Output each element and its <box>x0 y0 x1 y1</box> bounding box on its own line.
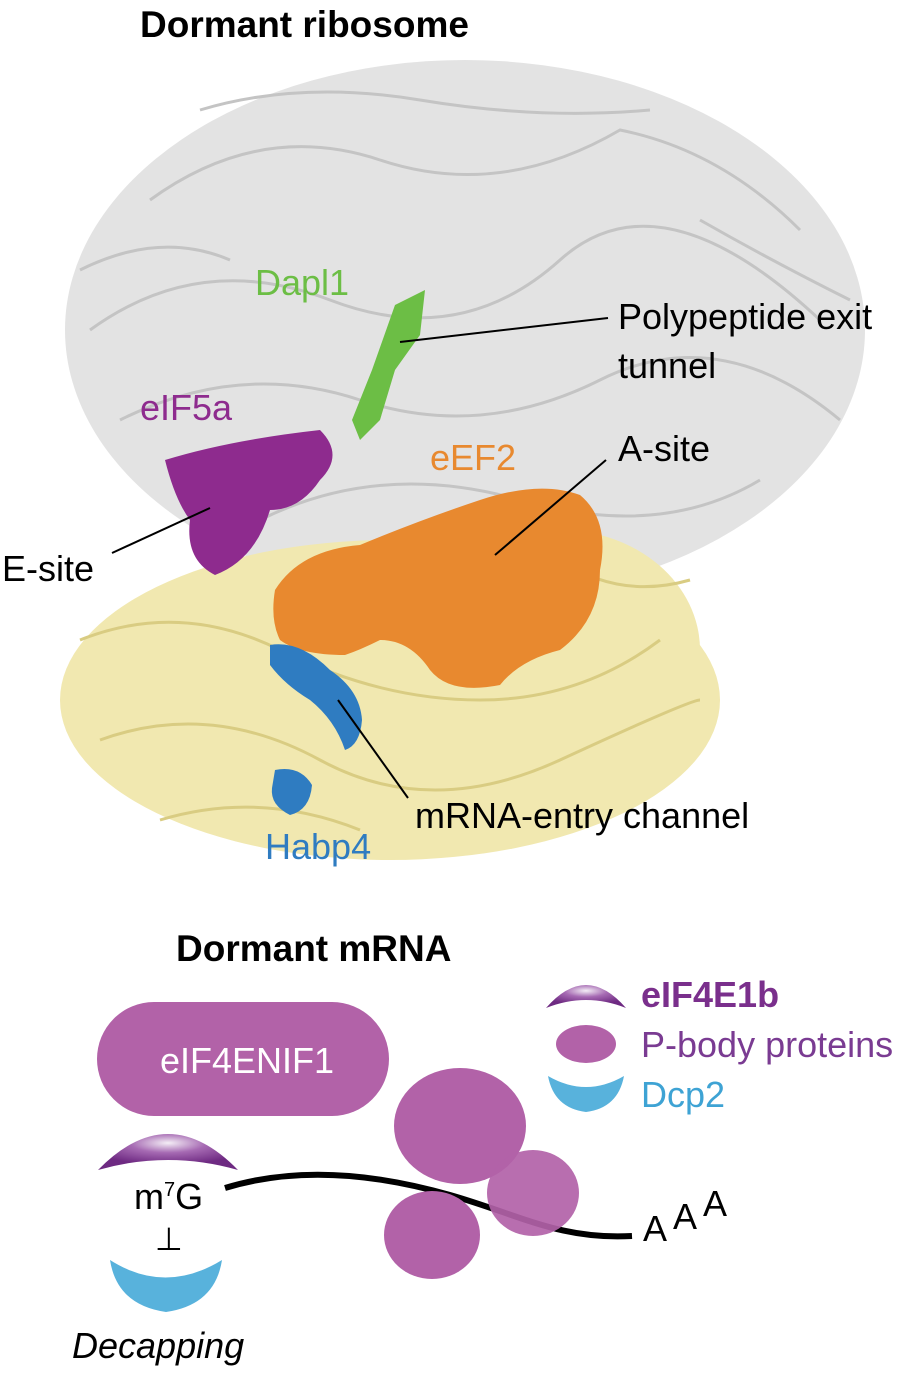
exit-tunnel-label-line1: Polypeptide exit <box>618 296 873 337</box>
legend-p-body-label: P-body proteins <box>641 1024 894 1065</box>
small-subunit-strands <box>79 558 701 832</box>
legend-eif4e1b-icon <box>546 985 626 1008</box>
p-body-protein-3 <box>384 1191 480 1279</box>
a-site-leader <box>494 459 607 556</box>
leader-lines <box>111 317 609 799</box>
mrna-entry-leader <box>337 699 409 799</box>
exit-tunnel-leader <box>399 317 609 343</box>
decapping-label: Decapping <box>72 1325 245 1366</box>
e-site-leader <box>111 507 211 554</box>
eif4e1b-cap-icon <box>98 1134 238 1170</box>
legend-eif4e1b-label: eIF4E1b <box>641 974 780 1015</box>
poly-a-1: A <box>643 1208 668 1249</box>
habp4-label: Habp4 <box>265 826 372 867</box>
legend-dcp2-label: Dcp2 <box>641 1074 726 1115</box>
habp4-protein <box>270 644 362 815</box>
poly-a-3: A <box>703 1183 728 1224</box>
exit-tunnel-label-line2: tunnel <box>618 345 717 386</box>
dcp2-icon <box>110 1260 222 1312</box>
p-body-protein-2 <box>487 1150 579 1236</box>
mrna-title: Dormant mRNA <box>176 928 452 969</box>
p-body-protein-1 <box>394 1068 526 1184</box>
m7g-g: G <box>175 1176 204 1217</box>
eef2-protein <box>273 488 603 688</box>
eif5a-protein <box>165 430 333 575</box>
ribosome-structure <box>60 60 865 860</box>
mrna-diagram <box>97 985 633 1312</box>
poly-a-2: A <box>673 1196 698 1237</box>
m7g-superscript: 7 <box>164 1179 176 1201</box>
eif4enif1-label: eIF4ENIF1 <box>160 1040 335 1081</box>
legend-p-body-icon <box>556 1025 616 1063</box>
eef2-label: eEF2 <box>430 437 517 478</box>
m7g-cap-label: m7G <box>134 1176 203 1218</box>
dapl1-protein <box>352 290 425 440</box>
e-site-label: E-site <box>2 548 95 589</box>
inhibition-symbol: ⊥ <box>155 1221 183 1257</box>
ribosome-title: Dormant ribosome <box>140 4 469 45</box>
eif5a-label: eIF5a <box>140 387 233 428</box>
legend-dcp2-icon <box>548 1076 624 1112</box>
a-site-label: A-site <box>618 428 711 469</box>
dapl1-label: Dapl1 <box>255 262 350 303</box>
eif4enif1-complex <box>97 1002 389 1116</box>
mrna-entry-label: mRNA-entry channel <box>415 795 750 836</box>
m7g-m: m <box>134 1176 164 1217</box>
